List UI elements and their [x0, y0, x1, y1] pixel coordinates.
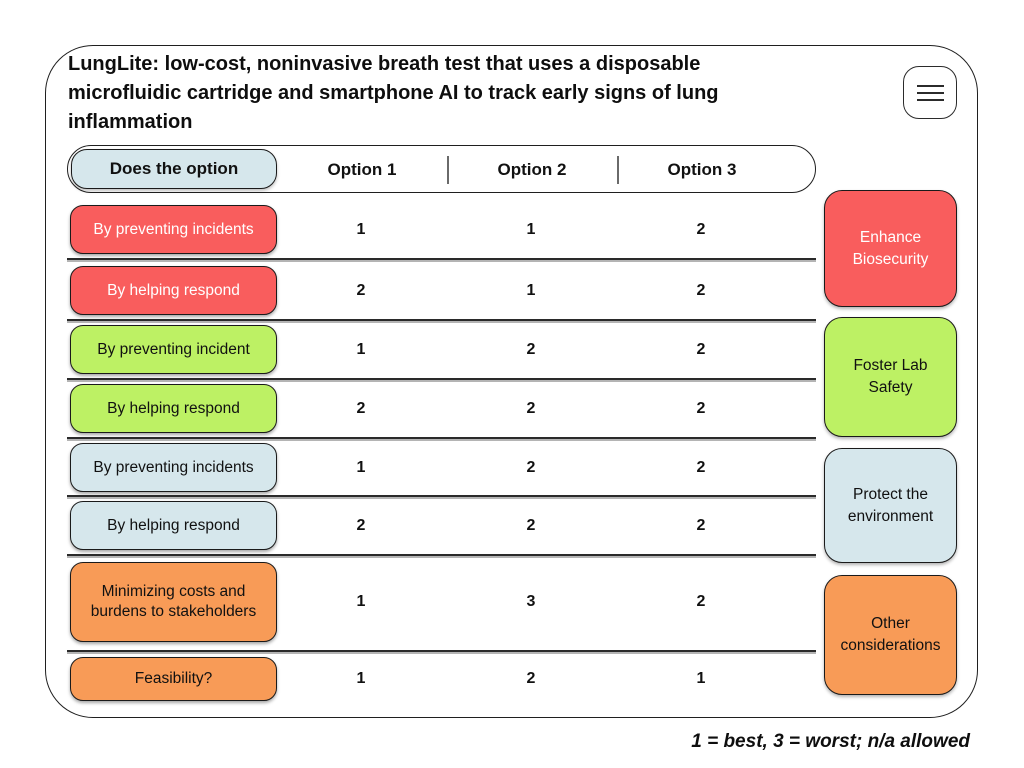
matrix-row: By preventing incidents 1 1 2 — [0, 205, 1024, 254]
criterion-pill[interactable]: By helping respond — [70, 266, 277, 315]
row-separator — [67, 650, 816, 652]
score-cell: 1 — [526, 220, 536, 238]
category-box-other-considerations[interactable]: Other considerations — [824, 575, 957, 695]
score-cell: 1 — [526, 281, 536, 299]
score-cell: 2 — [696, 458, 706, 476]
matrix-row: By helping respond 2 1 2 — [0, 266, 1024, 315]
score-cell: 2 — [526, 516, 536, 534]
matrix-row: By helping respond 2 2 2 — [0, 501, 1024, 550]
category-box-enhance-biosecurity[interactable]: Enhance Biosecurity — [824, 190, 957, 307]
hamburger-menu-icon — [916, 84, 944, 101]
score-cell: 2 — [356, 281, 366, 299]
matrix-header: Does the option Option 1 Option 2 Option… — [67, 145, 816, 193]
category-box-protect-environment[interactable]: Protect the environment — [824, 448, 957, 563]
score-cell: 1 — [696, 670, 706, 687]
score-cell: 2 — [696, 220, 706, 238]
score-cell: 3 — [526, 593, 536, 610]
column-divider — [447, 156, 449, 184]
score-cell: 1 — [356, 340, 366, 358]
criterion-pill[interactable]: By preventing incidents — [70, 443, 277, 492]
criterion-pill[interactable]: By helping respond — [70, 384, 277, 433]
row-separator — [67, 554, 816, 556]
score-cell: 2 — [696, 281, 706, 299]
row-separator — [67, 495, 816, 497]
score-cell: 2 — [696, 399, 706, 417]
category-box-foster-lab-safety[interactable]: Foster Lab Safety — [824, 317, 957, 437]
score-cell: 2 — [356, 399, 366, 417]
row-separator — [67, 319, 816, 321]
column-header-option-1: Option 1 — [327, 160, 397, 179]
score-cell: 2 — [526, 399, 536, 417]
score-cell: 1 — [356, 670, 366, 687]
score-cell: 2 — [696, 340, 706, 358]
criterion-pill[interactable]: Minimizing costs and burdens to stakehol… — [70, 562, 277, 642]
column-divider — [617, 156, 619, 184]
matrix-row: By preventing incidents 1 2 2 — [0, 443, 1024, 492]
score-cell: 2 — [526, 340, 536, 358]
score-cell: 2 — [526, 670, 536, 687]
row-separator — [67, 378, 816, 380]
score-cell: 1 — [356, 593, 366, 610]
criterion-pill[interactable]: By helping respond — [70, 501, 277, 550]
score-cell: 1 — [356, 458, 366, 476]
score-cell: 2 — [356, 516, 366, 534]
header-label-pill: Does the option — [71, 149, 277, 189]
criterion-pill[interactable]: Feasibility? — [70, 657, 277, 701]
hamburger-menu-button[interactable] — [903, 66, 957, 119]
column-header-option-3: Option 3 — [667, 160, 737, 179]
legend-note: 1 = best, 3 = worst; n/a allowed — [691, 731, 970, 752]
matrix-row: By preventing incident 1 2 2 — [0, 325, 1024, 374]
matrix-row: By helping respond 2 2 2 — [0, 384, 1024, 433]
criterion-pill[interactable]: By preventing incident — [70, 325, 277, 374]
criterion-pill[interactable]: By preventing incidents — [70, 205, 277, 254]
score-cell: 2 — [696, 593, 706, 610]
score-cell: 2 — [526, 458, 536, 476]
score-cell: 1 — [356, 220, 366, 238]
column-header-option-2: Option 2 — [497, 160, 567, 179]
page-title: LungLite: low-cost, noninvasive breath t… — [68, 53, 719, 133]
row-separator — [67, 437, 816, 439]
row-separator — [67, 258, 816, 260]
matrix-row: Minimizing costs and burdens to stakehol… — [0, 562, 1024, 642]
matrix-row: Feasibility? 1 2 1 — [0, 657, 1024, 701]
score-cell: 2 — [696, 516, 706, 534]
